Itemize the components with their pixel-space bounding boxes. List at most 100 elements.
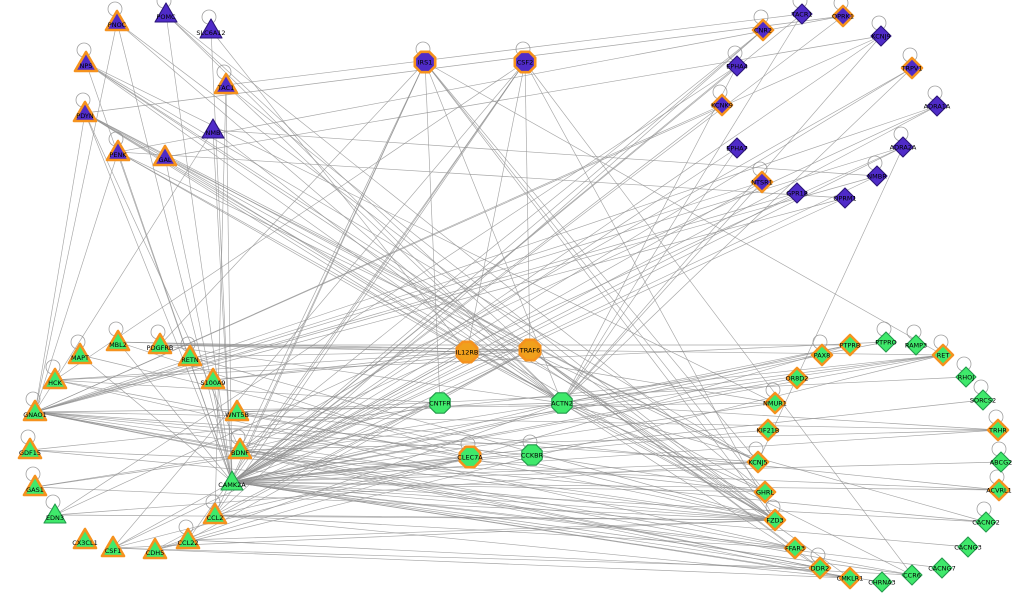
diamond-shape-PTPRB[interactable]	[838, 333, 862, 357]
edge-PENK-FZD3[interactable]	[117, 151, 776, 521]
diamond-shape-NTSR1[interactable]	[750, 170, 774, 194]
diamond-shape-TACR1[interactable]	[791, 3, 813, 25]
edge-CAMK2A-KCNJ5[interactable]	[231, 461, 759, 483]
edge-BDNF-FZD3[interactable]	[239, 449, 776, 521]
octagon-shape-CNTFR[interactable]	[429, 392, 451, 414]
edge-CAMK2A-OR8D2[interactable]	[231, 377, 798, 483]
node-CNR2[interactable]: CNR2	[751, 18, 775, 42]
edge-HCK-FFAR3[interactable]	[54, 379, 796, 549]
octagon-shape-IL12RB[interactable]	[455, 340, 479, 364]
diamond-shape-RAMP3[interactable]	[905, 334, 927, 356]
triangle-shape-SLC6A12[interactable]	[199, 18, 223, 39]
edge-IL12RB-HCK[interactable]	[54, 351, 468, 381]
edge-GAL-KCNJ5[interactable]	[164, 156, 759, 463]
edge-SLC6A12-IL12RB[interactable]	[210, 29, 468, 353]
node-GPR18[interactable]: GPR18	[786, 182, 808, 204]
node-ACTN2[interactable]: ACTN2	[551, 392, 573, 414]
node-RAMP3[interactable]: RAMP3	[905, 334, 927, 356]
node-SORCS2[interactable]: SORCS2	[970, 389, 996, 411]
diamond-shape-RET[interactable]	[931, 343, 955, 367]
edge-EPHA4-EDN3[interactable]	[54, 65, 738, 516]
diamond-shape-CCR6[interactable]	[901, 564, 923, 586]
edge-EPHA7-CAMK2A[interactable]	[231, 147, 738, 483]
octagon-shape-CCKBR[interactable]	[521, 444, 543, 466]
diamond-shape-KIF21B[interactable]	[756, 418, 780, 442]
edge-OPRM1-GNAO1[interactable]	[34, 197, 846, 413]
edge-CCKBR-GHRL[interactable]	[531, 454, 766, 493]
node-ABCG2[interactable]: ABCG2	[990, 451, 1013, 473]
edge-CAMK2A-DDR2[interactable]	[231, 481, 821, 569]
triangle-shape-CAMK2A[interactable]	[220, 470, 244, 491]
node-KCNK9[interactable]: KCNK9	[710, 93, 734, 117]
diamond-shape-CHRNA3[interactable]	[871, 571, 893, 593]
edge-PENK-GNAO1[interactable]	[34, 151, 119, 413]
triangle-shape-CX3CL1[interactable]	[72, 527, 98, 550]
edge-ADRA2A-CAMK2A[interactable]	[231, 146, 904, 483]
edge-MAPT-FZD3[interactable]	[79, 354, 776, 521]
triangle-shape-CCL2[interactable]	[202, 502, 228, 525]
edge-CNTFR-CAMK2A[interactable]	[231, 402, 441, 483]
node-ADRA1A[interactable]: ADRA1A	[924, 95, 951, 117]
node-CCKBR[interactable]: CCKBR	[521, 444, 544, 466]
edge-ACTN2-PDGFRB[interactable]	[159, 344, 563, 404]
edge-NMBR-CAMK2A[interactable]	[231, 175, 878, 483]
node-CCR6[interactable]: CCR6	[901, 564, 923, 586]
edge-PENK-OPRM1[interactable]	[117, 151, 846, 199]
edge-ACTN2-RET[interactable]	[561, 354, 944, 404]
diamond-shape-GPR18[interactable]	[786, 182, 808, 204]
edge-GPR18-CAMK2A[interactable]	[231, 192, 798, 483]
edge-BDNF-TRHR[interactable]	[239, 429, 999, 451]
triangle-shape-NPS[interactable]	[73, 50, 99, 73]
edge-CAMK2A-CACNG2[interactable]	[231, 481, 987, 523]
node-MBL2[interactable]: MBL2	[105, 329, 131, 352]
edge-NMB-GNAO1[interactable]	[34, 129, 214, 413]
node-PNOC[interactable]: PNOC	[104, 9, 130, 32]
triangle-shape-HCK[interactable]	[42, 367, 68, 390]
node-TRHR[interactable]: TRHR	[986, 418, 1010, 442]
edge-ACTN2-DDR2[interactable]	[561, 402, 821, 569]
edge-ADRA1A-GNAO1[interactable]	[34, 105, 938, 413]
edge-CCL22-FZD3[interactable]	[187, 519, 776, 541]
edge-CSF2-HCK[interactable]	[54, 61, 526, 381]
node-NMUR1[interactable]: NMUR1	[763, 391, 787, 415]
node-RETN[interactable]: RETN	[177, 344, 203, 367]
edge-NMB-NMBR[interactable]	[212, 129, 878, 177]
edge-CDH5-RET[interactable]	[154, 354, 944, 551]
edge-IRS1-RET[interactable]	[424, 61, 944, 356]
edge-PDYN-TRAF6[interactable]	[84, 112, 531, 351]
edge-PENK-IL12RB[interactable]	[117, 151, 468, 353]
edge-IRS1-GHRL[interactable]	[424, 61, 766, 493]
diamond-shape-OPRK1[interactable]	[831, 4, 855, 28]
node-POMC[interactable]: POMC	[154, 2, 178, 23]
diamond-shape-KCNJ5[interactable]	[746, 450, 770, 474]
edge-GPR18-GNAO1[interactable]	[34, 192, 798, 413]
edge-IL12RB-S100A9[interactable]	[212, 351, 468, 381]
edge-CAMK2A-FFAR3[interactable]	[231, 481, 796, 549]
octagon-shape-IRS1[interactable]	[413, 50, 437, 74]
edge-IRS1-CCL2[interactable]	[214, 61, 426, 516]
edge-WNT5B-ACVRL1[interactable]	[236, 411, 1000, 491]
node-RHOJ[interactable]: RHOJ	[955, 366, 977, 388]
diamond-shape-ACVRL1[interactable]	[987, 478, 1011, 502]
edge-RETN-FZD3[interactable]	[189, 356, 776, 521]
diamond-shape-CACNG3[interactable]	[957, 536, 979, 558]
edge-GDF15-RET[interactable]	[29, 354, 944, 451]
edge-ACTN2-GAS1[interactable]	[34, 402, 563, 488]
edge-IRS1-PDGFRB[interactable]	[159, 61, 426, 346]
diamond-shape-TRHR[interactable]	[986, 418, 1010, 442]
node-CNTFR[interactable]: CNTFR	[429, 392, 451, 414]
diamond-shape-NMBR[interactable]	[866, 165, 888, 187]
edge-BDNF-CACNG2[interactable]	[239, 449, 987, 523]
triangle-shape-TAC1[interactable]	[213, 72, 239, 95]
edge-CCL2-CMKLR1[interactable]	[214, 514, 851, 579]
triangle-shape-WNT5B[interactable]	[224, 399, 250, 422]
edge-CAMK2A-CACNG3[interactable]	[231, 481, 969, 548]
triangle-shape-CDH5[interactable]	[142, 537, 168, 560]
edge-CSF1-CMKLR1[interactable]	[112, 547, 851, 579]
triangle-shape-GDF15[interactable]	[17, 437, 43, 460]
node-OPRK1[interactable]: OPRK1	[831, 4, 855, 28]
edge-CAMK2A-S100A9[interactable]	[212, 379, 233, 483]
edge-ACTN2-TRHR[interactable]	[561, 402, 999, 431]
edge-NPS-TRAF6[interactable]	[85, 62, 531, 351]
